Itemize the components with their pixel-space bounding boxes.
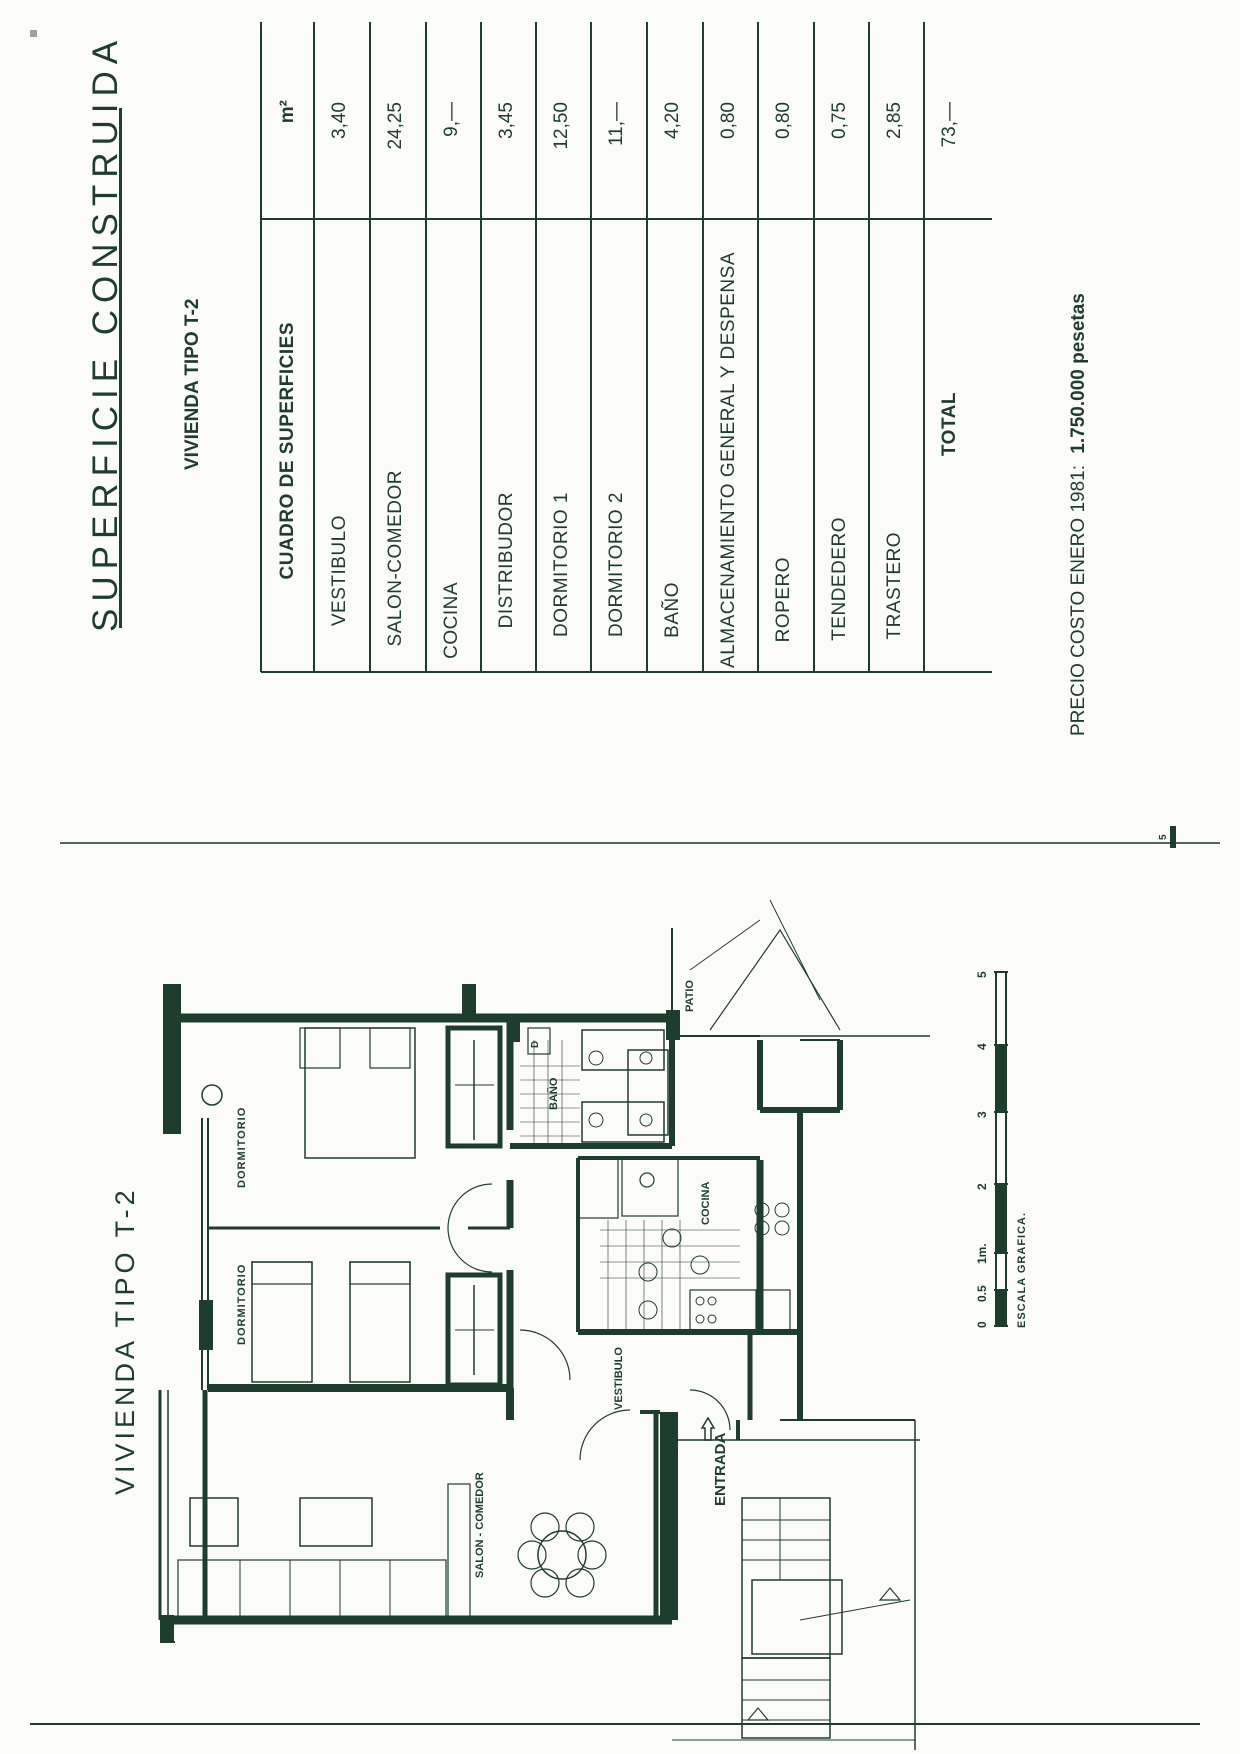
- scale-tick-label: 3: [975, 1111, 989, 1118]
- scale-label: ESCALA GRAFICA.: [1016, 1211, 1028, 1328]
- room-label-bano: BAÑO: [548, 1077, 560, 1110]
- scale-tick-label: 0.5: [975, 1285, 989, 1302]
- corner-mark: [30, 30, 37, 37]
- room-label-cocina: COCINA: [700, 1181, 712, 1225]
- scale-tick-label: 1m.: [975, 1243, 989, 1264]
- surface-table-grid: [260, 22, 992, 673]
- room-label-vestibulo: VESTIBULO: [613, 1347, 625, 1410]
- room-label-dormitorio-top: DORMITORIO: [236, 1106, 248, 1188]
- surface-table: CUADRO DE SUPERFICIES m² VESTIBULO 3,40 …: [236, 22, 992, 736]
- scale-tick-label: 0: [975, 1321, 989, 1328]
- half-divider: [60, 842, 1220, 844]
- title-underline: [119, 108, 122, 628]
- room-label-salon-comedor: SALON - COMEDOR: [474, 1472, 486, 1578]
- scale-tick-label: 4: [975, 1043, 989, 1050]
- room-label-dormitorio-mid: DORMITORIO: [236, 1263, 248, 1345]
- scale-tick-label: 5: [975, 971, 989, 978]
- room-label-patio: PATIO: [684, 980, 696, 1012]
- room-label-entrada: ENTRADA: [712, 1432, 729, 1506]
- scale-tick-label: 2: [975, 1183, 989, 1190]
- room-label-bath-d: D: [530, 1040, 541, 1048]
- page-number-mark: 5: [1158, 826, 1180, 850]
